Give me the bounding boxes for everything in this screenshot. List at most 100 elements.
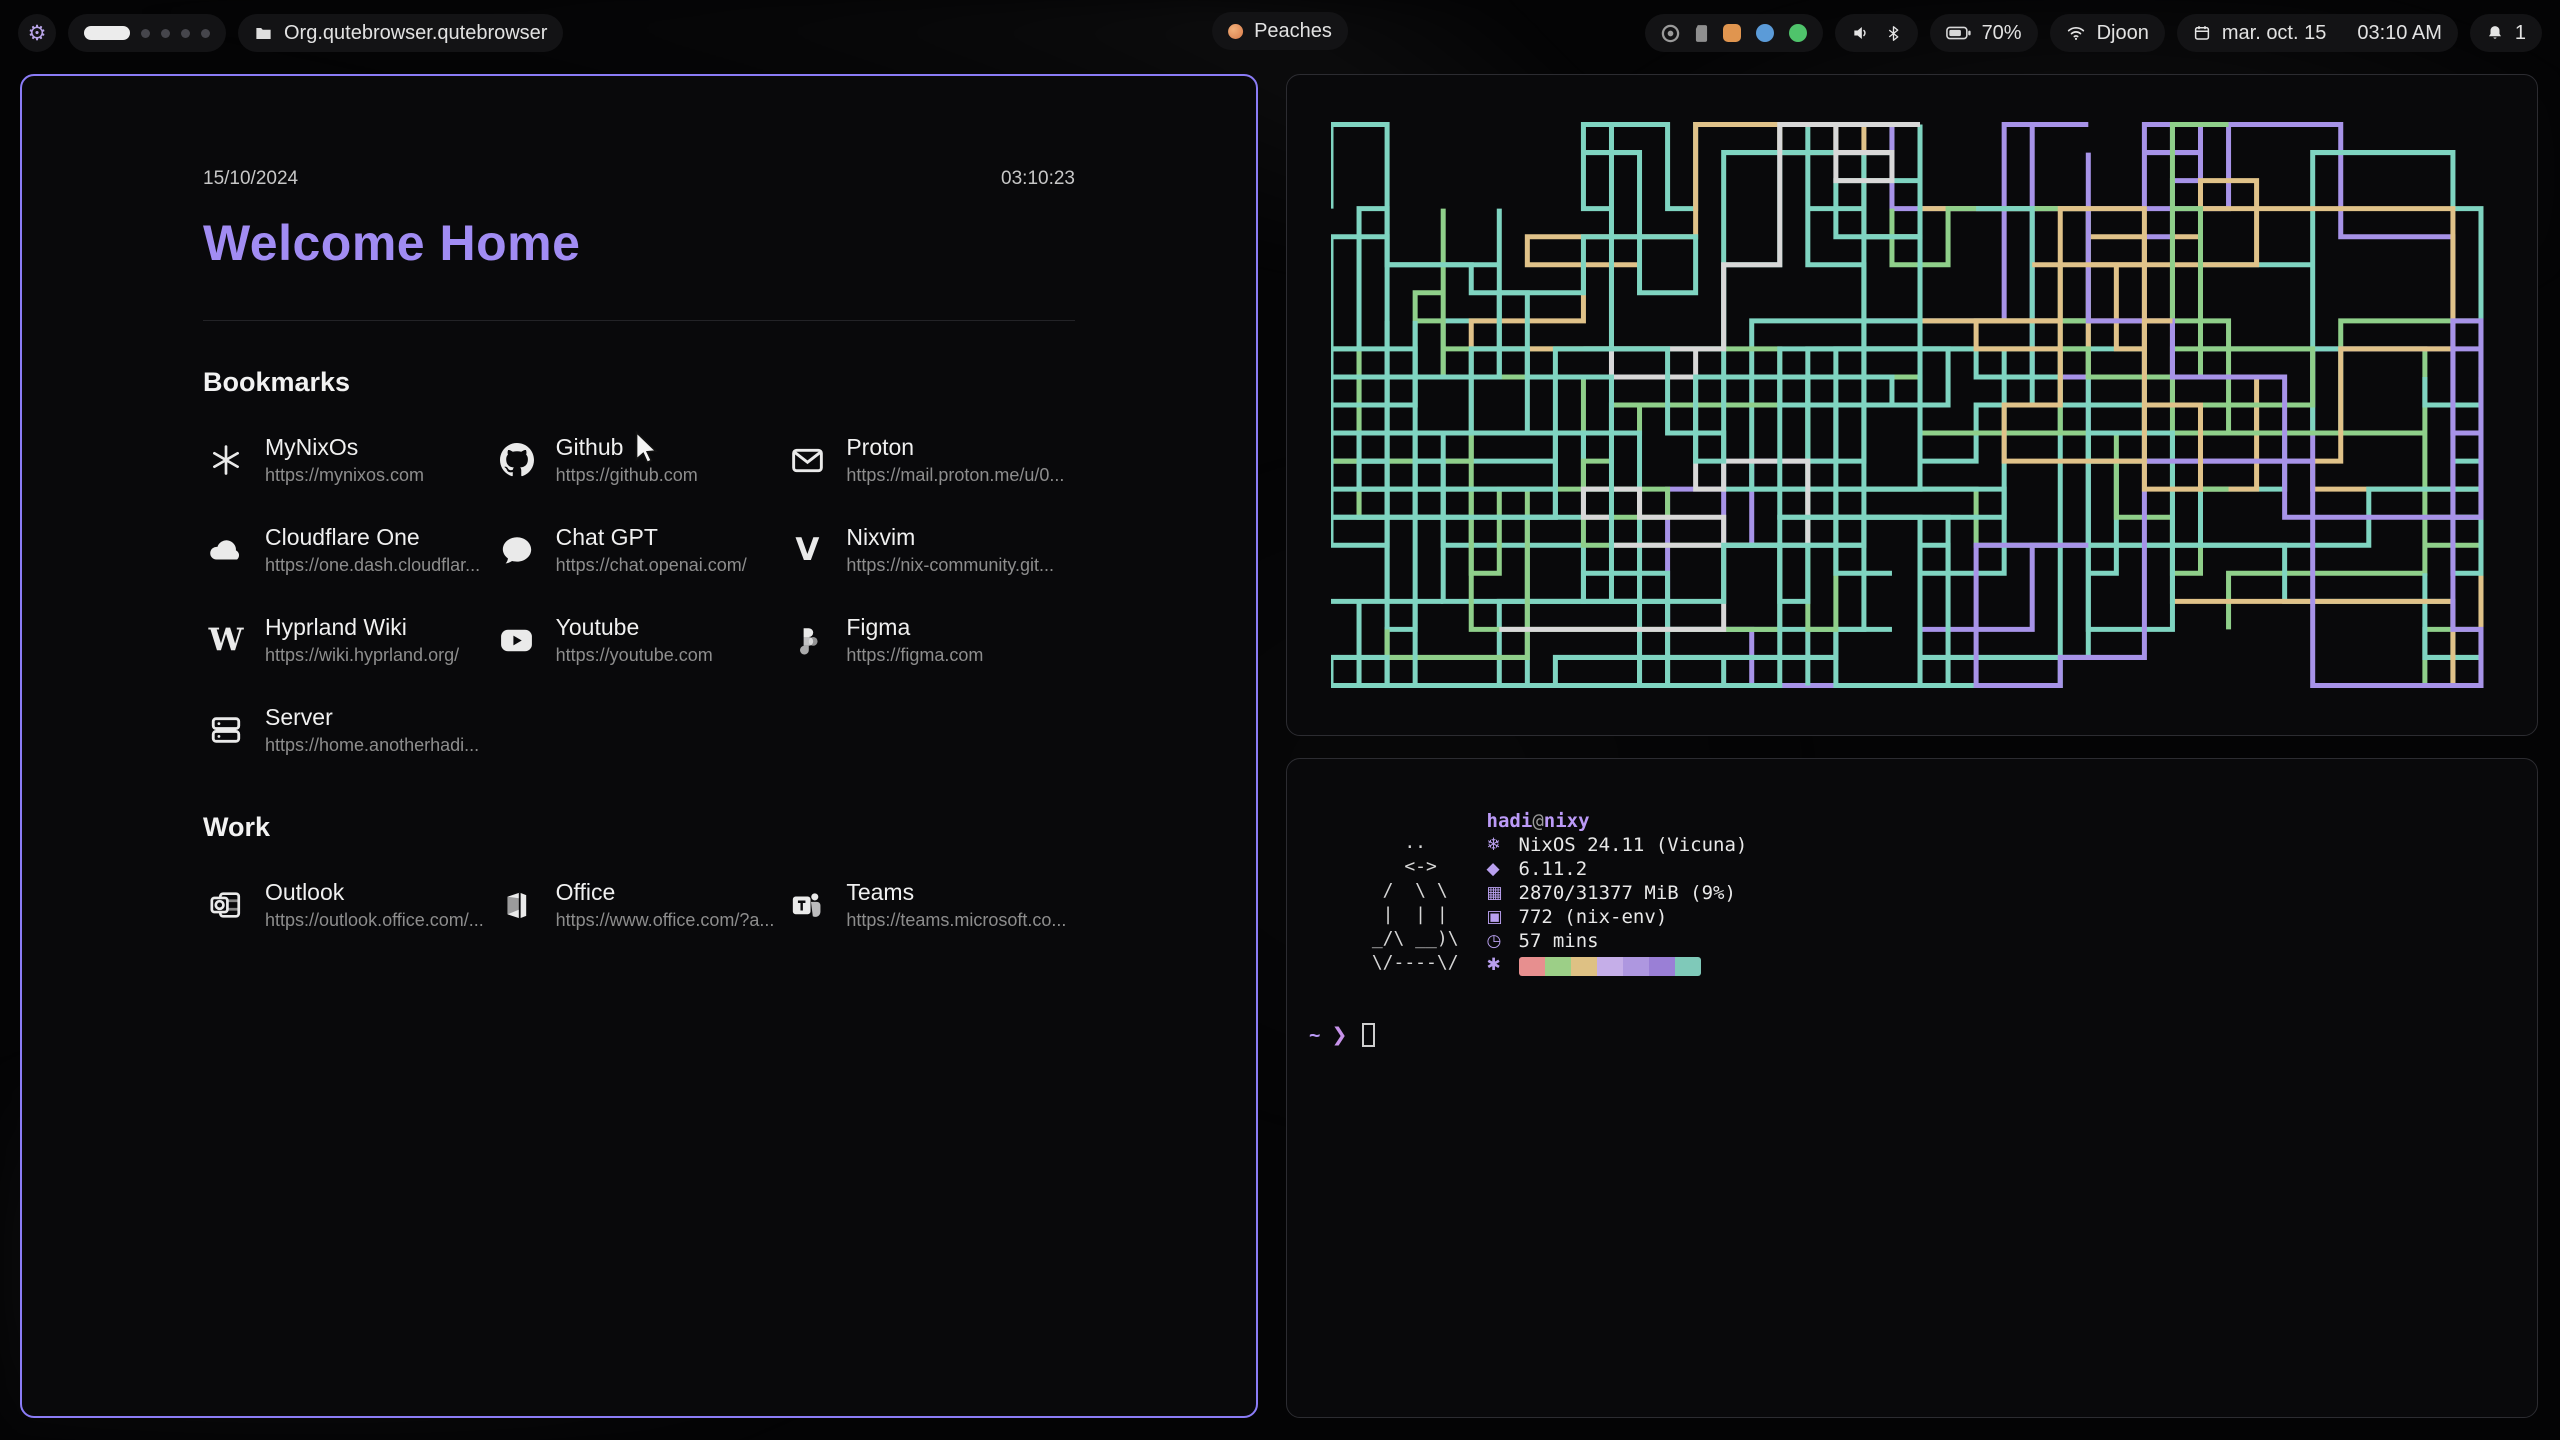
figma-icon xyxy=(784,617,830,663)
active-window-pill[interactable]: Org.qutebrowser.qutebrowser xyxy=(238,14,564,52)
cloud-icon xyxy=(203,527,249,573)
mouse-cursor xyxy=(635,430,658,464)
bookmark-label: Proton xyxy=(846,434,915,460)
bookmark-label: Teams xyxy=(846,879,915,905)
calendar-icon xyxy=(2193,24,2211,42)
bookmark-label: Figma xyxy=(846,614,911,640)
tray-blue-circle-icon[interactable] xyxy=(1755,24,1774,42)
nix-snowflake-icon xyxy=(203,437,249,483)
fetch-user-host: hadi@nixy xyxy=(1487,809,1748,833)
workspace-dot[interactable] xyxy=(141,28,150,38)
bookmark-teams[interactable]: Teams https://teams.microsoft.co... xyxy=(784,879,1075,931)
palette-icon: ✱ xyxy=(1486,955,1501,975)
bookmark-proton[interactable]: Proton https://mail.proton.me/u/0... xyxy=(784,434,1075,486)
outlook-icon xyxy=(203,882,249,928)
bookmark-label: Hyprland Wiki xyxy=(265,614,407,640)
youtube-icon xyxy=(494,617,540,663)
bookmark-cloudflare-one[interactable]: Cloudflare One https://one.dash.cloudflar… xyxy=(203,524,494,576)
bar-right-group: 70% Djoon mar. oct. 15 03:10 AM 1 xyxy=(1644,14,2542,52)
kernel-icon: ◆ xyxy=(1486,859,1500,879)
bookmark-url: https://one.dash.cloudflar... xyxy=(265,555,481,575)
system-tray-pill xyxy=(1644,14,1823,52)
bookmark-label: Cloudflare One xyxy=(265,524,420,550)
media-track-label: Peaches xyxy=(1254,19,1332,42)
bookmark-url: https://teams.microsoft.co... xyxy=(846,910,1067,930)
terminal-cursor xyxy=(1362,1023,1376,1047)
clock-date: mar. oct. 15 xyxy=(2221,21,2327,44)
color-palette xyxy=(1518,957,1701,976)
pipes-art xyxy=(1331,115,2493,695)
active-window-title: Org.qutebrowser.qutebrowser xyxy=(284,21,548,44)
gear-icon: ⚙ xyxy=(27,21,47,45)
startpage-date: 15/10/2024 xyxy=(203,168,299,189)
divider xyxy=(203,320,1075,321)
clock-pill[interactable]: mar. oct. 15 03:10 AM xyxy=(2176,14,2458,52)
bookmark-url: https://mail.proton.me/u/0... xyxy=(846,465,1065,485)
startpage-meta: 15/10/2024 03:10:23 xyxy=(203,168,1075,190)
bookmark-url: https://figma.com xyxy=(846,645,984,665)
notifications-pill[interactable]: 1 xyxy=(2469,14,2542,52)
bookmark-url: https://www.office.com/?a... xyxy=(555,910,775,930)
bookmark-label: Chat GPT xyxy=(555,524,658,550)
bookmark-label: Youtube xyxy=(555,614,640,640)
speaker-icon[interactable] xyxy=(1851,23,1871,43)
battery-icon xyxy=(1945,26,1971,40)
workspace-dot[interactable] xyxy=(201,28,210,38)
tray-orange-square-icon[interactable] xyxy=(1722,24,1741,42)
workspace-dot[interactable] xyxy=(181,28,190,38)
battery-percent: 70% xyxy=(1981,21,2022,44)
bookmark-chatgpt[interactable]: Chat GPT https://chat.openai.com/ xyxy=(494,524,785,576)
bookmark-label: Office xyxy=(555,879,616,905)
clock-time: 03:10 AM xyxy=(2357,21,2442,44)
wiki-icon: W xyxy=(208,622,244,658)
pipes-terminal-window[interactable] xyxy=(1286,74,2538,736)
startpage-time: 03:10:23 xyxy=(1001,168,1075,189)
tray-green-circle-icon[interactable] xyxy=(1788,24,1807,42)
bookmark-label: Github xyxy=(555,434,624,460)
network-pill[interactable]: Djoon xyxy=(2049,14,2165,52)
workspace-active-indicator[interactable] xyxy=(84,26,130,40)
page-title: Welcome Home xyxy=(203,215,581,271)
workspaces-pill[interactable] xyxy=(68,14,226,52)
tray-card-icon[interactable] xyxy=(1695,24,1708,43)
prompt-cwd: ~ xyxy=(1309,1024,1321,1046)
bookmark-url: https://chat.openai.com/ xyxy=(555,555,747,575)
media-pill[interactable]: Peaches xyxy=(1212,12,1348,50)
memory-icon: ▦ xyxy=(1486,883,1503,903)
bookmark-office[interactable]: Office https://www.office.com/?a... xyxy=(494,879,785,931)
bluetooth-icon[interactable] xyxy=(1885,25,1902,42)
chat-bubble-icon xyxy=(494,527,540,573)
bookmark-figma[interactable]: Figma https://figma.com xyxy=(784,614,1075,666)
fetch-memory: 2870/31377 MiB (9%) xyxy=(1518,882,1736,904)
folder-icon xyxy=(254,24,273,43)
notification-count: 1 xyxy=(2514,21,2526,44)
launcher-button[interactable]: ⚙ xyxy=(18,14,56,52)
startpage-window[interactable]: 15/10/2024 03:10:23 Welcome Home Bookmar… xyxy=(20,74,1258,1418)
fetch-terminal-window[interactable]: .. <-> / \ \ | | | _/\ __)\ \/----\/ had… xyxy=(1286,758,2538,1418)
bookmark-url: https://nix-community.git... xyxy=(846,555,1055,575)
vim-icon: V xyxy=(795,532,820,568)
battery-pill[interactable]: 70% xyxy=(1929,14,2038,52)
tray-ring-icon[interactable] xyxy=(1661,24,1680,43)
bookmark-label: MyNixOs xyxy=(265,434,359,460)
fetch-at: @ xyxy=(1532,810,1544,832)
fetch-info: hadi@nixy ❄NixOS 24.11 (Vicuna) ◆6.11.2 … xyxy=(1486,809,1748,977)
network-name: Djoon xyxy=(2096,21,2149,44)
workspace-dot[interactable] xyxy=(161,28,170,38)
uptime-icon: ◷ xyxy=(1486,931,1502,951)
startpage-content: 15/10/2024 03:10:23 Welcome Home Bookmar… xyxy=(203,76,1075,931)
fetch-host: nixy xyxy=(1543,810,1590,832)
shell-prompt[interactable]: ~ ❯ xyxy=(1309,1023,2537,1047)
wifi-icon xyxy=(2066,23,2086,43)
ascii-art-vicuna: .. <-> / \ \ | | | _/\ __)\ \/----\/ xyxy=(1371,832,1459,973)
fetch-user: hadi xyxy=(1486,810,1533,832)
